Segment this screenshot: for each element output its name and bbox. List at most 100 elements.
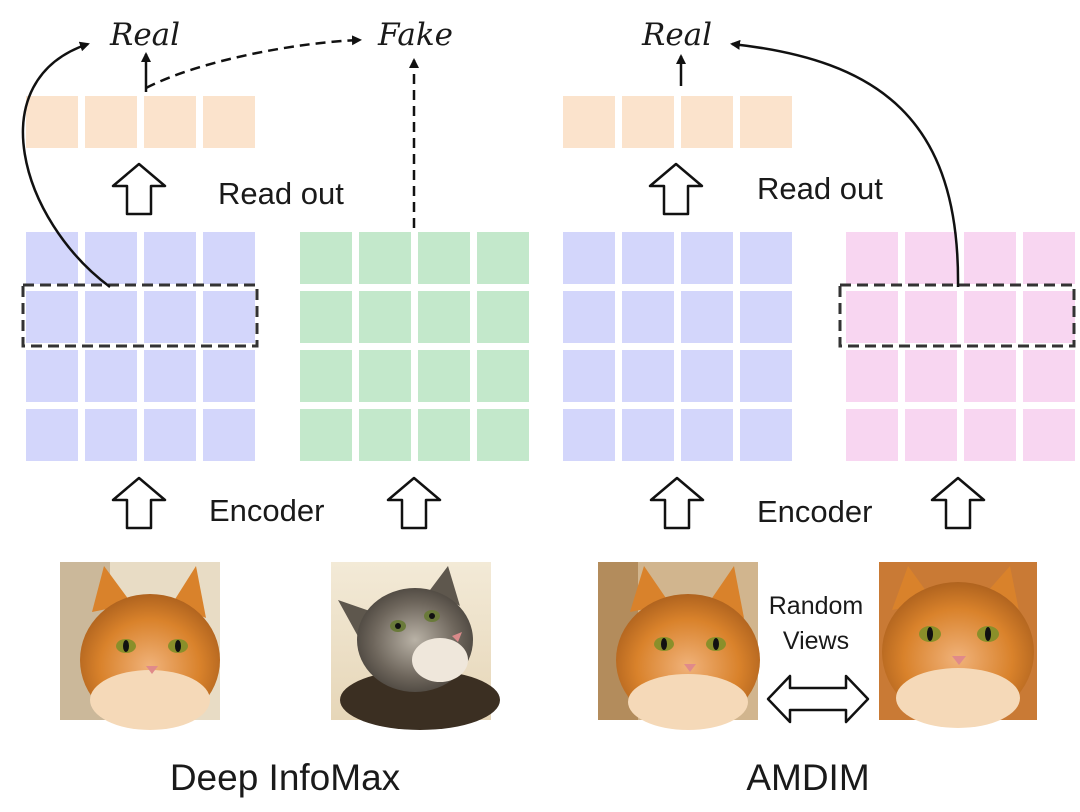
amdim-view1-grid-cell xyxy=(563,291,615,343)
amdim-view1-grid-cell xyxy=(681,232,733,284)
dim-real-grid-cell xyxy=(144,350,196,402)
amdim-readout-row xyxy=(563,96,792,148)
amdim-encoder-up-arrow-left xyxy=(649,476,705,530)
dim-real-grid-cell xyxy=(203,232,255,284)
dim-fake-grid-cell xyxy=(418,291,470,343)
amdim-view1-grid-cell xyxy=(563,409,615,461)
dim-readout-cell xyxy=(26,96,78,148)
amdim-view1-grid-cell xyxy=(740,409,792,461)
amdim-view1-grid-cell xyxy=(622,232,674,284)
amdim-view2-grid-cell xyxy=(964,350,1016,402)
dim-fake-grid-cell xyxy=(477,350,529,402)
amdim-view1-grid-cell xyxy=(681,291,733,343)
dim-fake-grid-cell xyxy=(300,232,352,284)
dim-selected-row-box xyxy=(21,283,259,348)
dim-fake-grid-cell xyxy=(359,291,411,343)
dim-fake-grid-cell xyxy=(300,409,352,461)
dim-fake-grid-cell xyxy=(418,350,470,402)
dim-real-feature-grid xyxy=(26,232,255,461)
dim-readout-row xyxy=(26,96,255,148)
amdim-view2-grid-cell xyxy=(905,291,957,343)
amdim-readout-up-arrow xyxy=(648,162,704,216)
dim-fake-grid-cell xyxy=(300,291,352,343)
amdim-view2-grid-cell xyxy=(905,350,957,402)
dim-readout-cell xyxy=(85,96,137,148)
dim-left-cat-image xyxy=(60,562,220,730)
random-views-label-line2: Views xyxy=(783,627,849,655)
amdim-view2-grid-cell xyxy=(846,291,898,343)
amdim-view1-grid-cell xyxy=(740,350,792,402)
dim-real-grid-cell xyxy=(85,409,137,461)
dim-readout-to-fake-dashed-arrow xyxy=(145,35,362,90)
amdim-readout-cell xyxy=(622,96,674,148)
dim-readout-label: Read out xyxy=(218,176,344,211)
dim-real-grid-cell xyxy=(144,232,196,284)
dim-fake-label: Fake xyxy=(377,17,453,53)
amdim-view1-grid-cell xyxy=(622,350,674,402)
amdim-view2-grid-cell xyxy=(1023,232,1075,284)
amdim-view1-feature-grid xyxy=(563,232,792,461)
amdim-view2-grid-cell xyxy=(846,232,898,284)
dim-right-kitten-image xyxy=(331,562,500,730)
dim-fake-grid-cell xyxy=(477,291,529,343)
dim-fake-grid-cell xyxy=(418,409,470,461)
amdim-view2-grid-cell xyxy=(846,350,898,402)
dim-real-grid-cell xyxy=(26,409,78,461)
dim-fake-grid-cell xyxy=(359,409,411,461)
dim-real-grid-cell xyxy=(144,409,196,461)
dim-real-grid-cell xyxy=(85,350,137,402)
dim-real-grid-cell xyxy=(203,409,255,461)
amdim-right-cat-image xyxy=(879,562,1037,728)
dim-fake-grid-cell xyxy=(418,232,470,284)
amdim-view2-grid-cell xyxy=(1023,350,1075,402)
amdim-readout-cell xyxy=(563,96,615,148)
amdim-view2-feature-grid xyxy=(846,232,1075,461)
amdim-selected-row-box xyxy=(838,283,1076,348)
dim-real-grid-cell xyxy=(26,350,78,402)
random-views-double-arrow xyxy=(766,674,870,724)
amdim-view1-grid-cell xyxy=(563,350,615,402)
dim-real-grid-cell xyxy=(203,291,255,343)
dim-fake-grid-cell xyxy=(359,232,411,284)
amdim-view2-grid-cell xyxy=(905,232,957,284)
dim-fake-grid-cell xyxy=(477,232,529,284)
amdim-encoder-label: Encoder xyxy=(757,494,872,529)
amdim-real-label: Real xyxy=(641,17,712,53)
amdim-view2-grid-cell xyxy=(1023,291,1075,343)
dim-real-grid-cell xyxy=(203,350,255,402)
amdim-left-cat-image xyxy=(598,562,760,730)
amdim-view1-grid-cell xyxy=(681,409,733,461)
amdim-view1-grid-cell xyxy=(740,232,792,284)
amdim-encoder-up-arrow-right xyxy=(930,476,986,530)
amdim-title: AMDIM xyxy=(746,757,869,798)
dim-real-grid-cell xyxy=(144,291,196,343)
dim-fake-grid-cell xyxy=(300,350,352,402)
random-views-label-line1: Random xyxy=(769,592,864,620)
amdim-view1-grid-cell xyxy=(563,232,615,284)
amdim-readout-cell xyxy=(740,96,792,148)
amdim-readout-label: Read out xyxy=(757,171,883,206)
dim-real-grid-cell xyxy=(26,232,78,284)
dim-real-label: Real xyxy=(109,17,180,53)
amdim-view2-grid-cell xyxy=(905,409,957,461)
dim-encoder-label: Encoder xyxy=(209,493,324,528)
amdim-view2-grid-cell xyxy=(964,291,1016,343)
amdim-view1-grid-cell xyxy=(740,291,792,343)
amdim-view1-grid-cell xyxy=(622,291,674,343)
amdim-view2-grid-cell xyxy=(1023,409,1075,461)
amdim-view2-grid-cell xyxy=(964,409,1016,461)
dim-real-grid-cell xyxy=(26,291,78,343)
amdim-view1-grid-cell xyxy=(622,409,674,461)
dim-real-grid-cell xyxy=(85,291,137,343)
amdim-real-curve-arrow xyxy=(730,39,960,288)
amdim-view1-grid-cell xyxy=(681,350,733,402)
dim-encoder-up-arrow-left xyxy=(111,476,167,530)
dim-fake-grid-cell xyxy=(477,409,529,461)
amdim-view2-grid-cell xyxy=(964,232,1016,284)
dim-readout-cell xyxy=(203,96,255,148)
dim-fake-grid-cell xyxy=(359,350,411,402)
dim-readout-cell xyxy=(144,96,196,148)
dim-title: Deep InfoMax xyxy=(170,757,401,798)
dim-real-curve-arrow xyxy=(21,41,111,289)
